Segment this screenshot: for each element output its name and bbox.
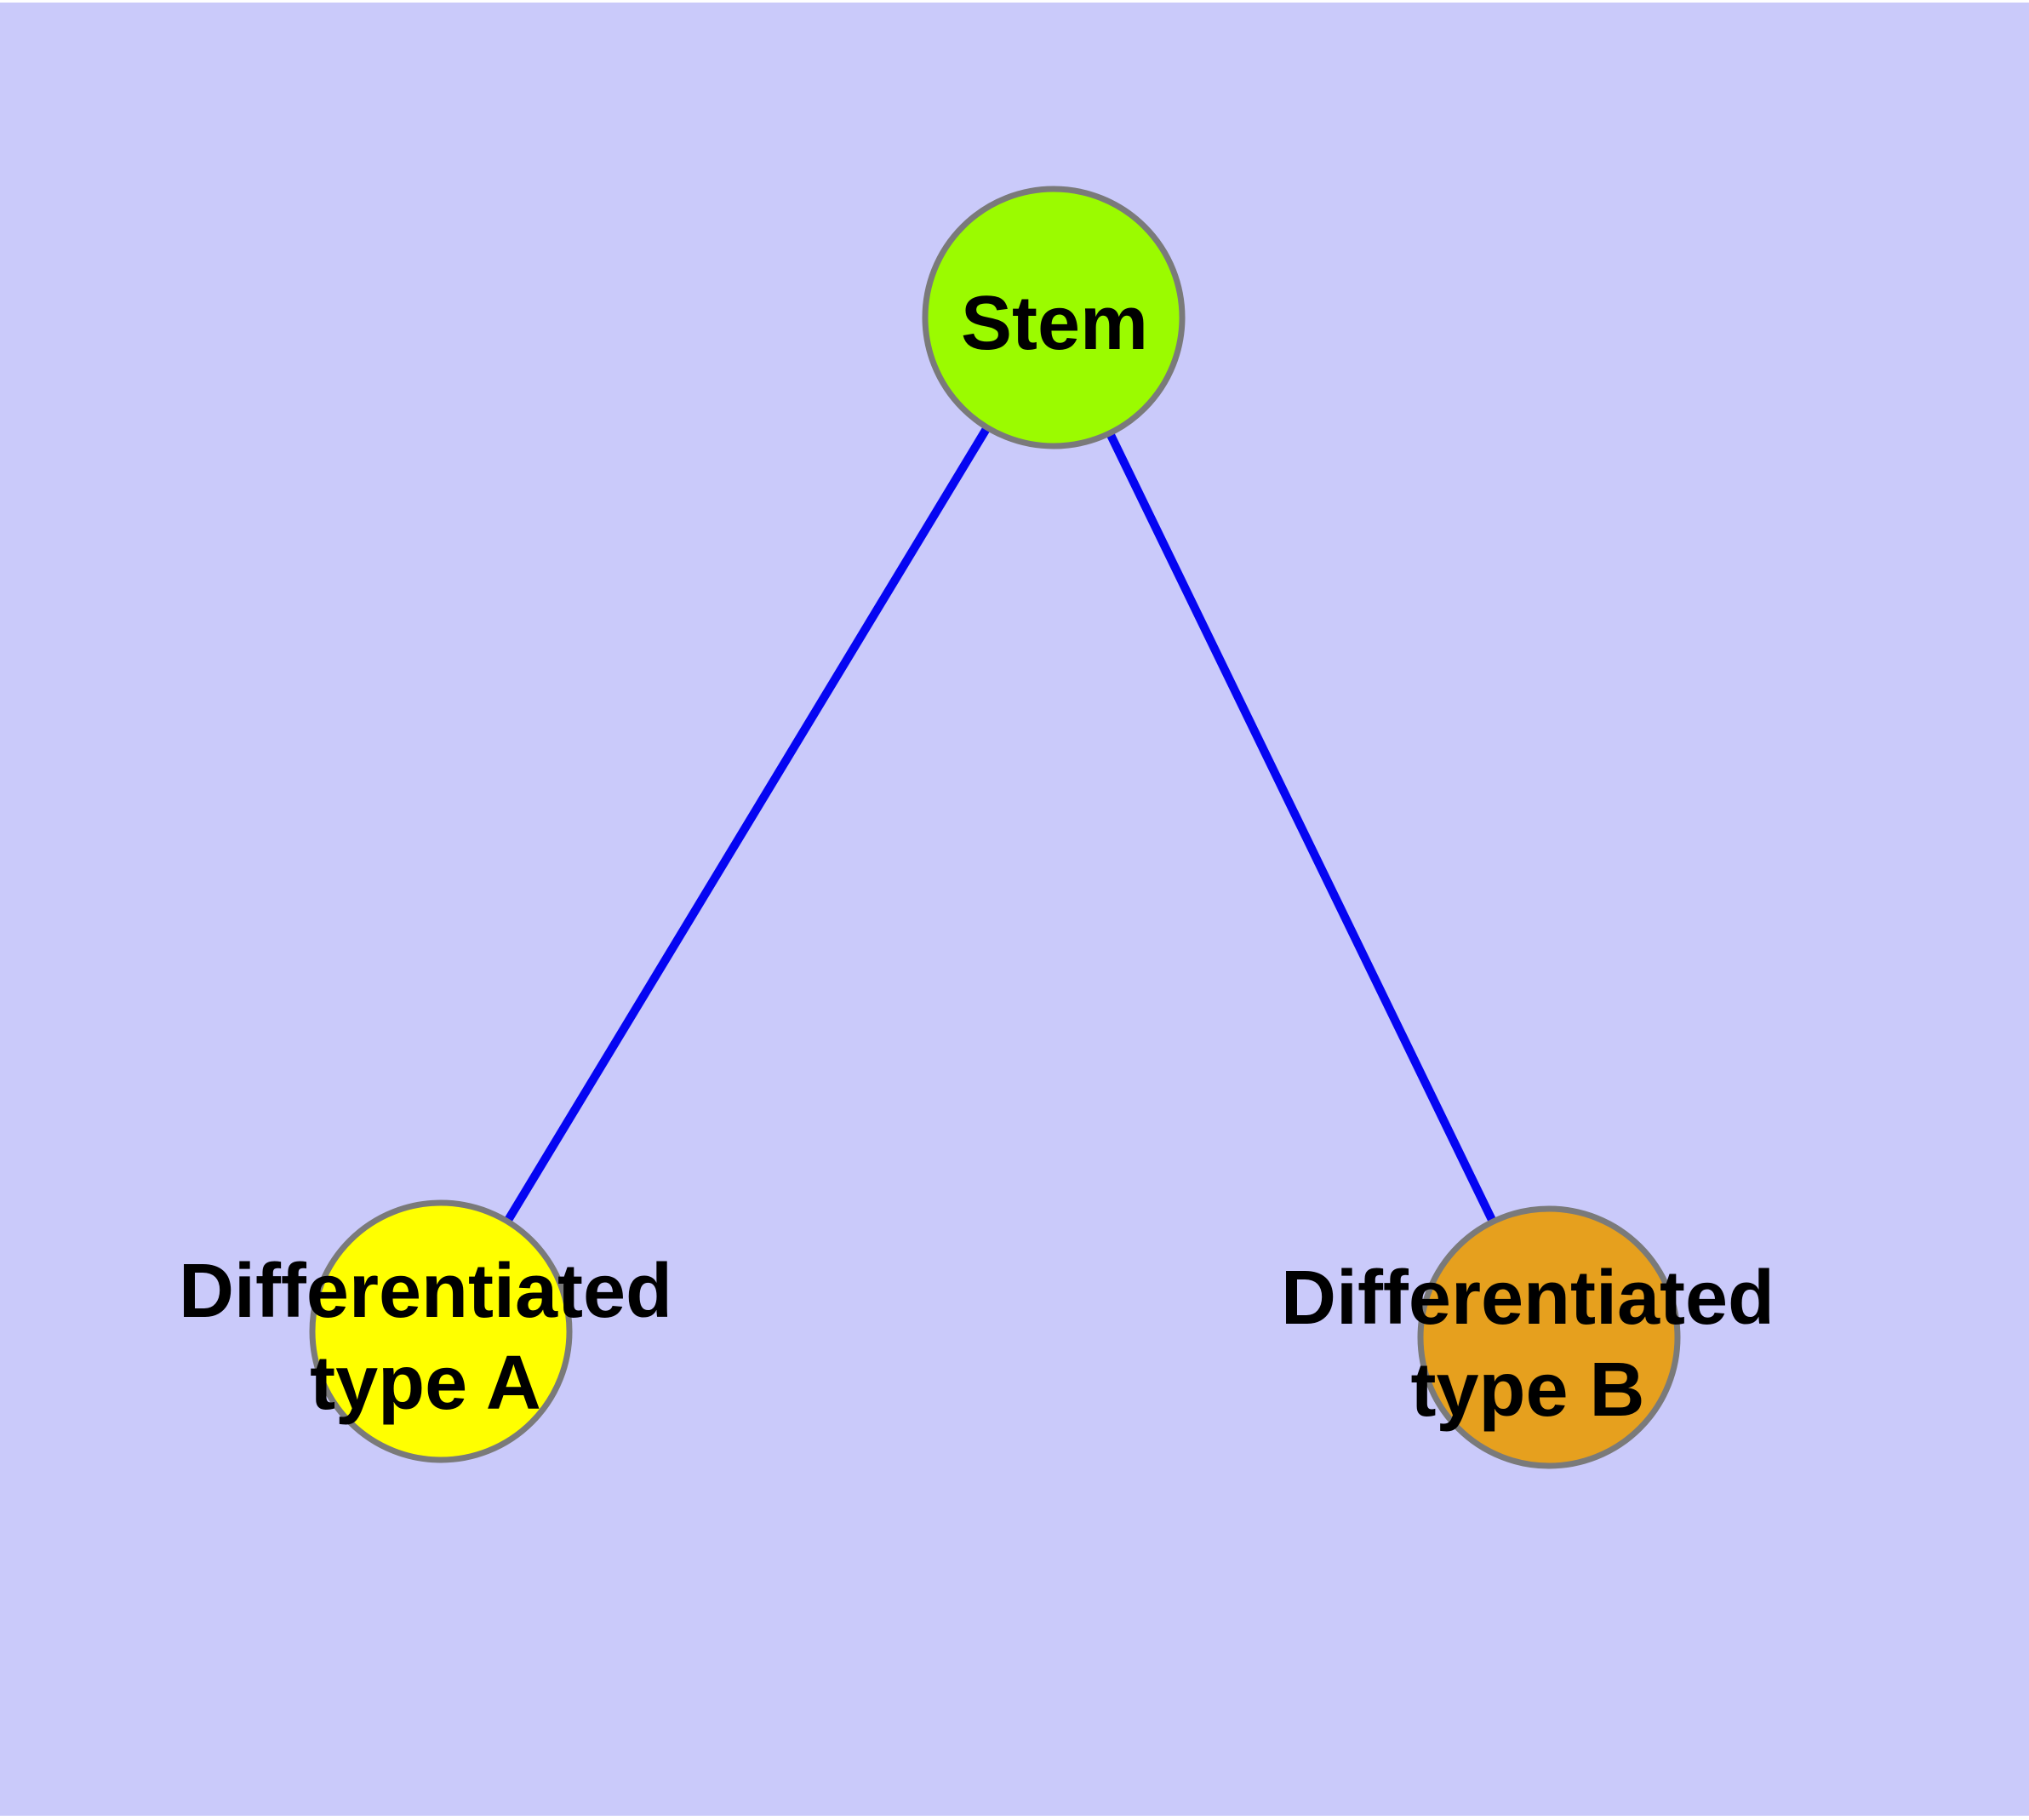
- edge-stem-to-differentiated-type-a: [437, 315, 1058, 1334]
- edge-stem-to-differentiated-type-b: [1049, 315, 1553, 1340]
- node-label-line: type B: [1410, 1348, 1644, 1433]
- edges-layer: [437, 315, 1553, 1340]
- node-stem: [922, 186, 1186, 449]
- node-differentiated-type-a: [309, 1199, 573, 1463]
- node-differentiated-type-b: [1417, 1205, 1681, 1469]
- node-label-line: Differentiated: [1281, 1256, 1775, 1341]
- node-label-line: Differentiated: [179, 1249, 672, 1334]
- nodes-layer: [309, 186, 1681, 1469]
- node-label-line: type A: [310, 1341, 541, 1426]
- node-label-stem: Stem: [961, 281, 1148, 366]
- node-label-line: Stem: [961, 281, 1148, 366]
